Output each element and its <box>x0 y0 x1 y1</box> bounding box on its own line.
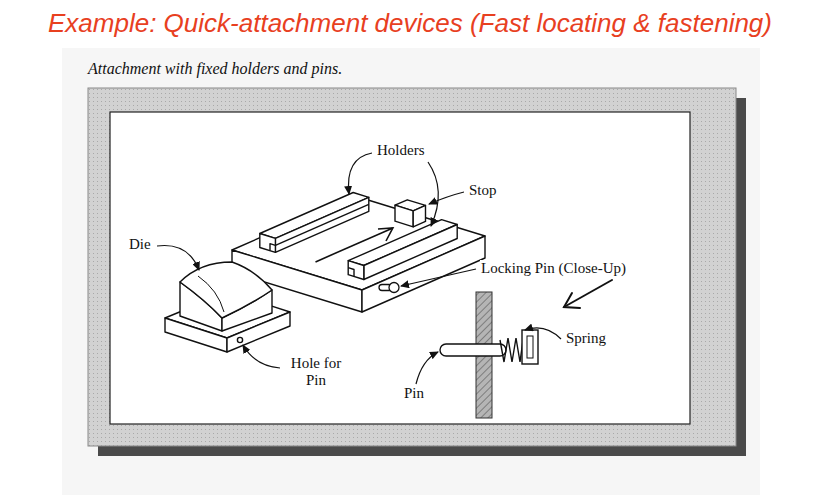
leader-line <box>416 352 438 384</box>
leader-line <box>401 269 476 286</box>
die-shade-line <box>198 276 224 312</box>
pin-close-up <box>440 292 538 418</box>
stop-side <box>413 205 425 226</box>
stop-front <box>395 205 413 227</box>
die-top-surface <box>180 262 272 318</box>
spring-coil <box>500 338 523 362</box>
page-ground <box>62 48 760 495</box>
leader-line <box>428 162 438 226</box>
figure-caption: Attachment with fixed holders and pins. <box>88 59 342 78</box>
holder-groove-end <box>270 244 275 251</box>
pin-knob <box>389 283 399 293</box>
inner-panel <box>110 112 690 424</box>
slide-arrow-head <box>378 228 393 241</box>
part-label: Holders <box>376 142 426 159</box>
pin-hole <box>237 337 242 342</box>
part-label: Stop <box>468 182 498 199</box>
die-block <box>180 262 272 331</box>
part-label: Locking Pin (Close-Up) <box>480 260 627 277</box>
frame-shadow <box>98 98 746 456</box>
view-arrow <box>564 280 612 308</box>
leader-line <box>243 345 280 368</box>
frame-border <box>88 88 736 446</box>
slide-arrow <box>316 228 393 262</box>
part-label: Spring <box>565 330 607 347</box>
holder-end <box>348 261 364 280</box>
pin-handle <box>522 330 538 364</box>
holder-end <box>260 234 276 253</box>
view-arrow-head <box>564 293 580 308</box>
page-title: Example: Quick-attachment devices (Fast … <box>48 8 772 39</box>
holder-side <box>364 225 457 280</box>
slide-arrow-shaft <box>316 228 393 262</box>
leader-line <box>157 246 199 271</box>
holder-groove-end <box>348 268 354 277</box>
leader-line <box>525 328 561 339</box>
leader-line <box>348 153 372 194</box>
pin-rod <box>440 344 506 356</box>
view-arrow-shaft <box>564 280 612 307</box>
leader-line <box>429 192 464 204</box>
part-label: Die <box>128 236 152 253</box>
stop-block <box>395 200 426 227</box>
left-holder <box>260 193 369 253</box>
part-label: Hole for Pin <box>283 355 349 390</box>
pin-handle-inner <box>527 336 533 358</box>
holder-groove <box>275 204 368 245</box>
locking-pin <box>379 283 399 293</box>
part-label: Pin <box>403 385 425 402</box>
right-holder <box>348 220 457 280</box>
